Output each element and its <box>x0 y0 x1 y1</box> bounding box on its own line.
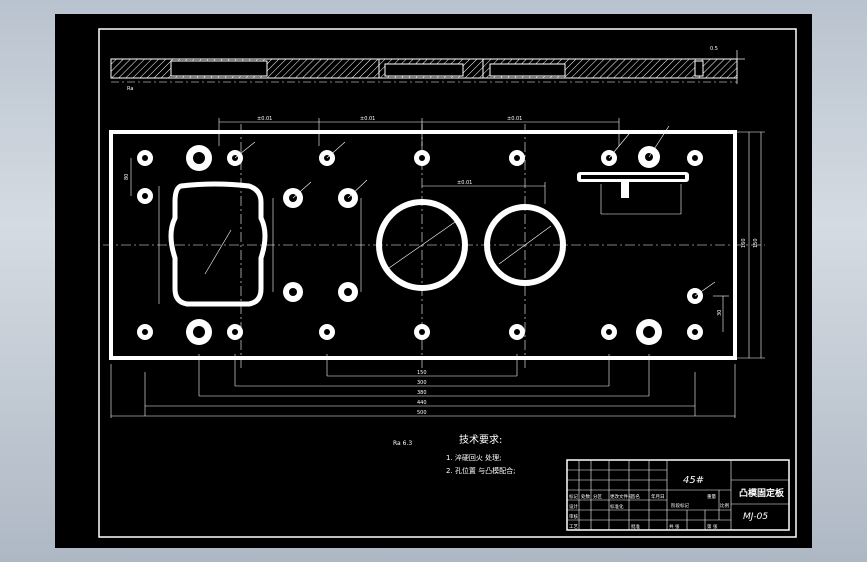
drawing-number: MJ-05 <box>743 512 768 522</box>
dim-right-small: 30 <box>717 310 723 316</box>
technical-notes: Ra 6.3 技术要求: 1. 淬硬回火 处理; 2. 孔位置 与凸模配合; <box>393 433 516 475</box>
large-bore-left <box>376 199 468 291</box>
tb-sheet-1: 第 张 <box>707 523 718 530</box>
tb-label-0: 标记 <box>569 493 578 500</box>
tb-label-3: 更改文件号 <box>610 493 633 500</box>
tb-label-8: 审核 <box>569 513 578 520</box>
section-roughness: Ra <box>127 86 133 92</box>
tb-label-10: 批准 <box>631 523 640 530</box>
tb-stage-0: 阶段标记 <box>671 502 689 509</box>
dim-overall-4: 500 <box>417 410 427 416</box>
drawing-canvas[interactable]: 0.5 Ra <box>55 14 812 548</box>
dim-top-1: ±0.01 <box>360 116 375 122</box>
tb-stage-1: 重量 <box>707 493 716 500</box>
dim-overall-0: 150 <box>417 370 427 376</box>
dim-top-2: ±0.01 <box>507 116 522 122</box>
section-view: 0.5 Ra <box>110 46 745 92</box>
drawing-title: 凸模固定板 <box>739 487 785 499</box>
tb-label-4: 签名 <box>631 493 640 500</box>
plate-view <box>103 124 765 369</box>
tb-label-9: 工艺 <box>569 524 578 530</box>
dim-left-small: 80 <box>124 174 130 180</box>
section-dimension: 0.5 <box>710 46 718 52</box>
dim-top-0: ±0.01 <box>257 116 272 122</box>
dim-overall-1: 300 <box>417 380 427 386</box>
dim-right-0: 160 <box>741 238 747 248</box>
tb-label-1: 处数 <box>581 493 590 500</box>
material: 45# <box>683 475 704 486</box>
dim-mid-0: ±0.01 <box>457 180 472 186</box>
slot-feature <box>577 146 689 215</box>
dimension-texts: 150 300 380 440 500 160 150 30 80 ±0.01 … <box>124 116 759 416</box>
tb-sheet-0: 共 张 <box>669 523 680 530</box>
note-2: 2. 孔位置 与凸模配合; <box>446 466 516 475</box>
title-block: 标记 处数 分区 更改文件号 签名 年月日 设计 标准化 审核 工艺 批准 阶段… <box>566 459 790 531</box>
dim-overall-2: 380 <box>417 390 427 396</box>
outer-frame <box>98 28 797 538</box>
cad-drawing: 0.5 Ra <box>98 28 797 538</box>
tb-label-5: 年月日 <box>651 493 665 500</box>
note-1: 1. 淬硬回火 处理; <box>446 453 502 462</box>
large-bore-right <box>484 204 566 286</box>
notes-heading: 技术要求: <box>459 433 502 446</box>
tb-label-6: 设计 <box>569 503 578 510</box>
dim-overall-3: 440 <box>417 400 427 406</box>
dim-right-1: 150 <box>753 238 759 248</box>
dimension-lines <box>110 118 765 418</box>
punch-cavity <box>168 181 268 307</box>
tb-stage-2: 比例 <box>720 502 729 509</box>
roughness-symbol: Ra 6.3 <box>393 440 412 447</box>
tb-label-7: 标准化 <box>610 503 624 510</box>
tb-label-2: 分区 <box>593 493 602 500</box>
